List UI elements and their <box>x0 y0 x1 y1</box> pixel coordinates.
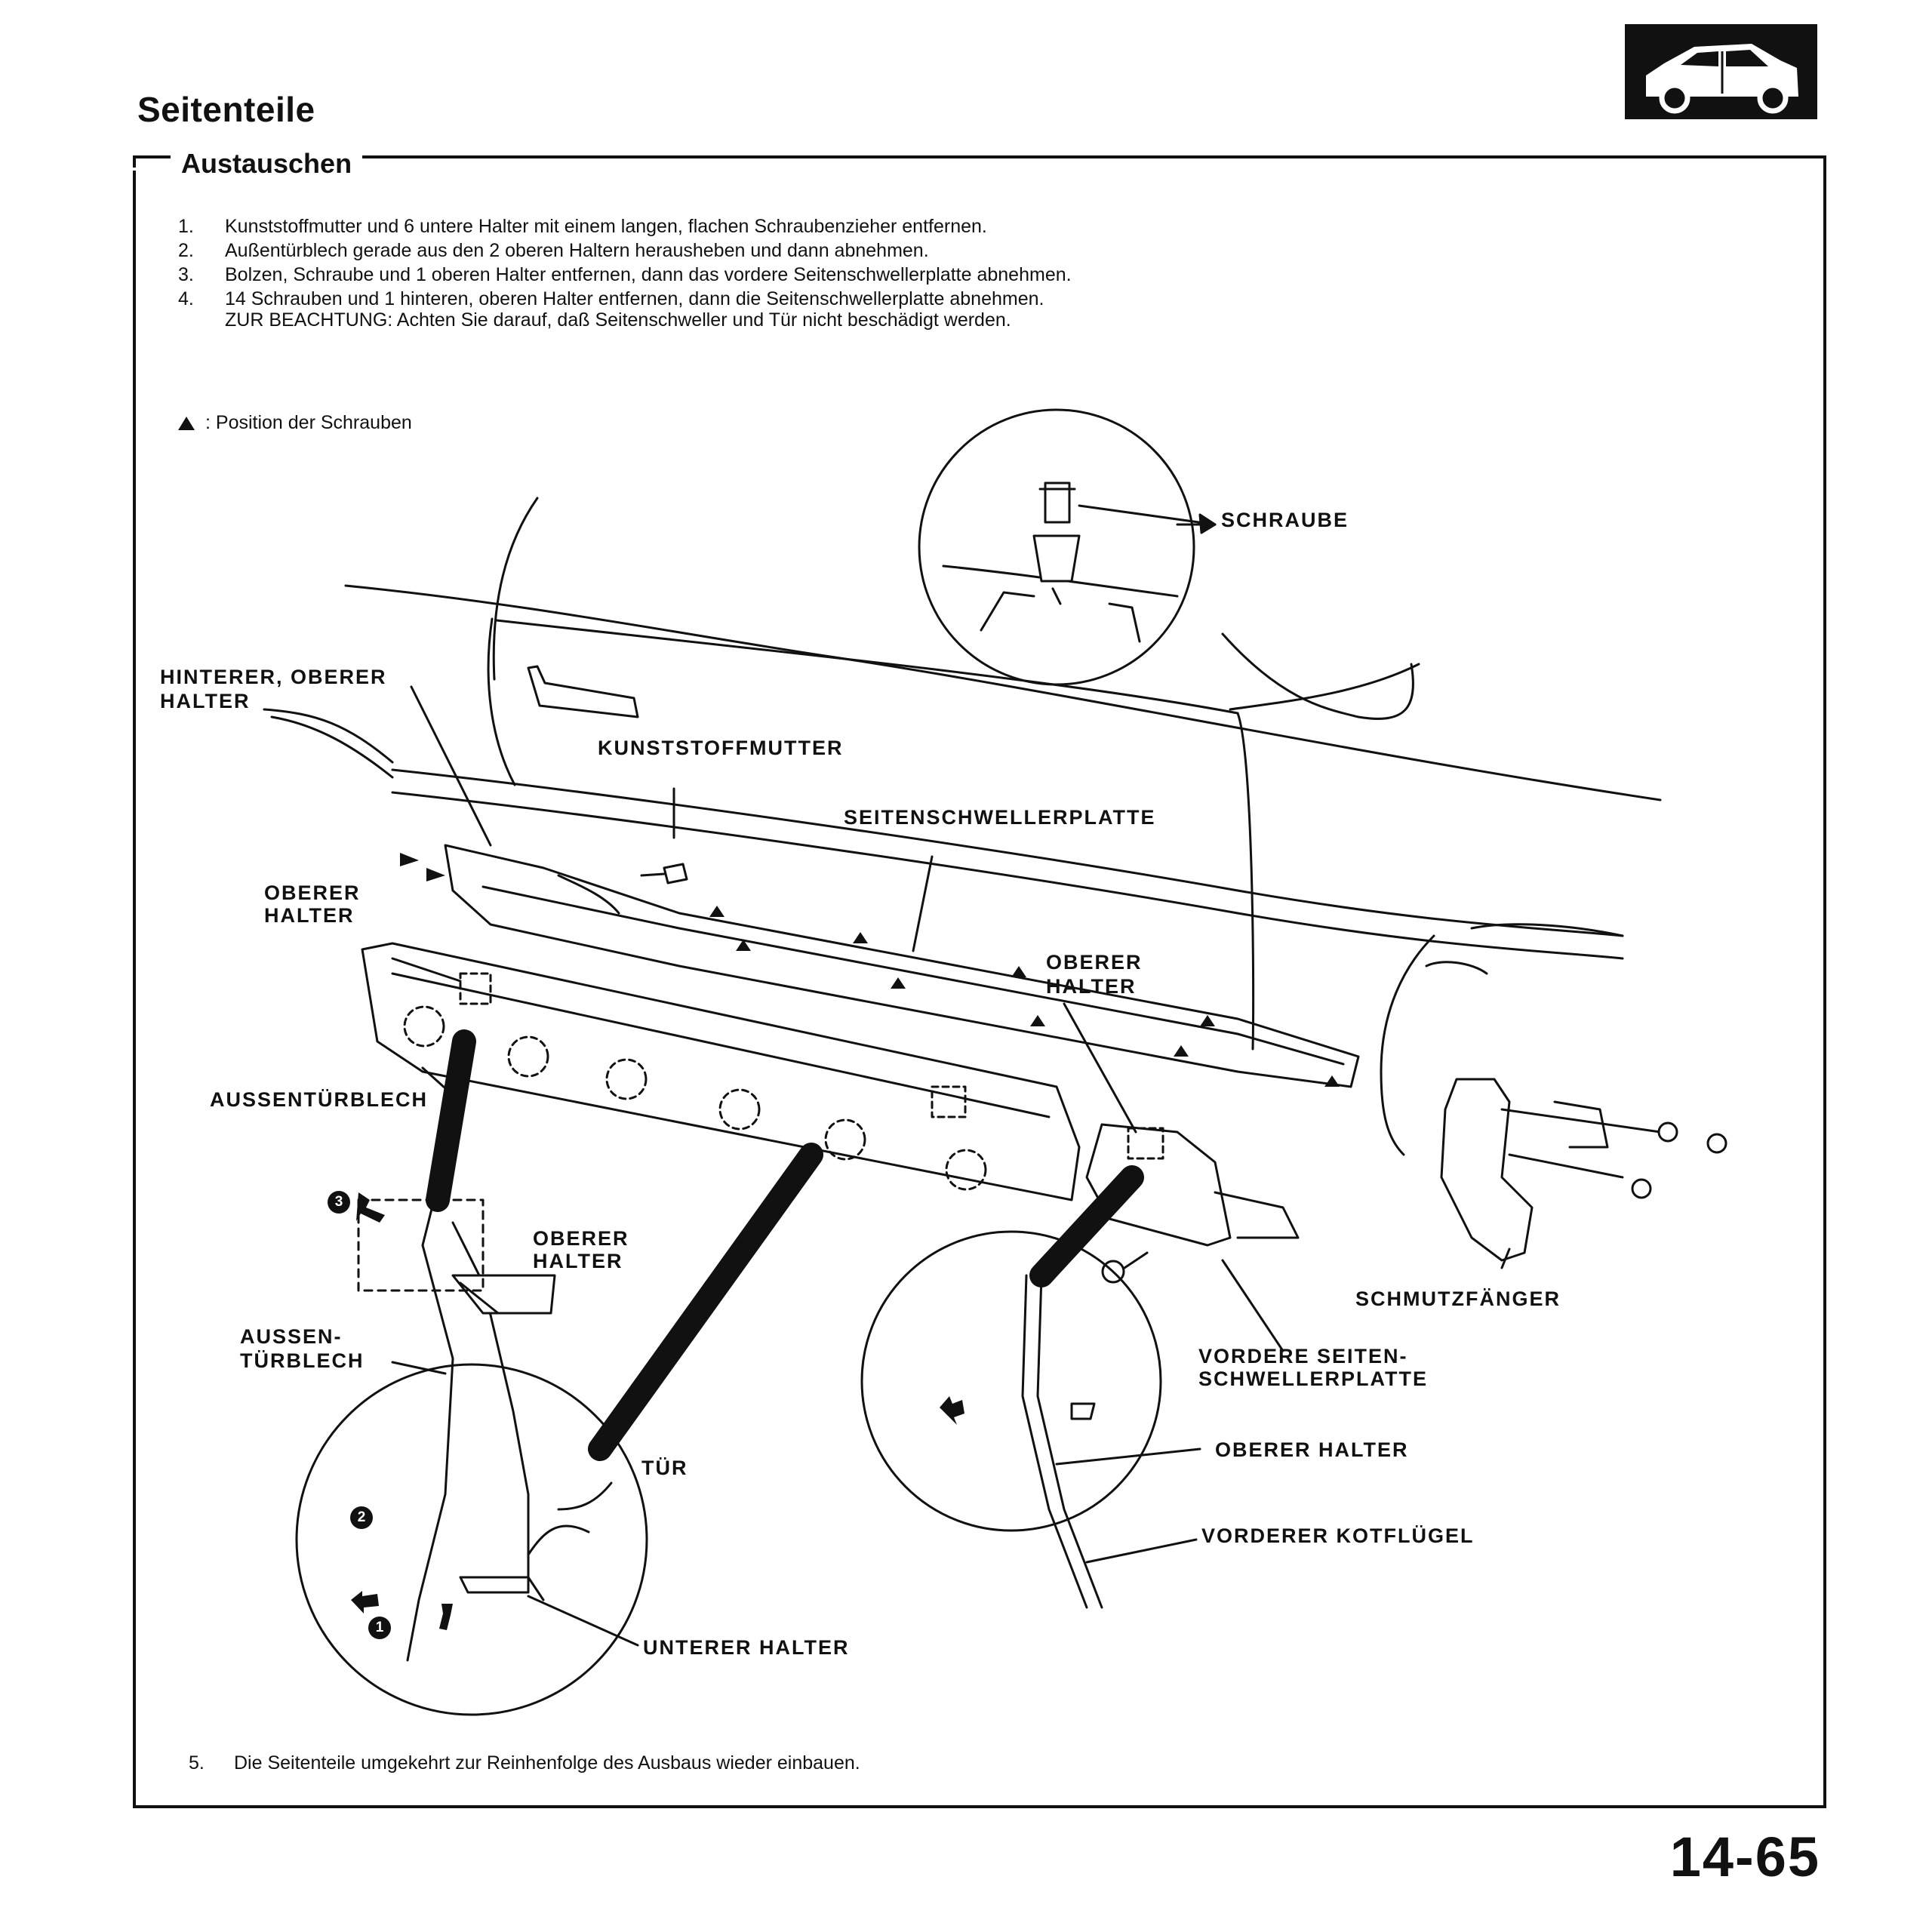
callout-number-2: 2 <box>350 1506 373 1529</box>
label-vordere-seitenschwellerplatte-line2: SCHWELLERPLATTE <box>1198 1367 1428 1390</box>
car-side-icon <box>1625 24 1817 119</box>
step-4: 4. 14 Schrauben und 1 hinteren, oberen Ha… <box>178 287 1072 311</box>
label-schmutzfanger: SCHMUTZFÄNGER <box>1355 1287 1561 1310</box>
steps-list: 1. Kunststoffmutter und 6 untere Halter m… <box>178 214 1072 311</box>
seitenschwellerplatte-shape <box>444 844 1360 1088</box>
step-text: Außentürblech gerade aus den 2 oberen Ha… <box>225 240 929 261</box>
label-oberer-halter-mid-line2: HALTER <box>1046 975 1137 998</box>
label-oberer-halter-detail-line2: HALTER <box>533 1250 623 1272</box>
step-3: 3. Bolzen, Schraube und 1 oberen Halter e… <box>178 263 1072 287</box>
callout-number-3: 3 <box>328 1191 350 1214</box>
label-oberer-halter-detail-line1: OBERER <box>533 1227 629 1250</box>
step-1: 1. Kunststoffmutter und 6 untere Halter m… <box>178 214 1072 238</box>
label-aussenturblech: AUSSENTÜRBLECH <box>210 1088 429 1111</box>
triangle-markers <box>400 853 1340 1087</box>
schmutzfanger-shape <box>1440 1078 1727 1262</box>
label-hinterer-oberer-halter-line2: HALTER <box>160 690 251 712</box>
small-arrows <box>351 1192 964 1630</box>
legend: : Position der Schrauben <box>178 412 412 434</box>
step-5: 5. Die Seitenteile umgekehrt zur Reinhenf… <box>189 1752 860 1774</box>
page-title: Seitenteile <box>137 90 315 129</box>
label-seitenschwellerplatte: SEITENSCHWELLERPLATTE <box>844 806 1156 829</box>
section-title: Austauschen <box>171 148 363 180</box>
label-unterer-halter: UNTERER HALTER <box>643 1636 850 1659</box>
label-vorderer-kotflugel: VORDERER KOTFLÜGEL <box>1201 1524 1475 1547</box>
legend-text: : Position der Schrauben <box>205 412 412 433</box>
right-detail-circle <box>588 1143 1162 1609</box>
step-number: 4. <box>178 288 194 309</box>
label-aussen-turblech-line1: AUSSEN- <box>240 1325 343 1348</box>
callout-number-1: 1 <box>368 1617 391 1639</box>
step-text: Bolzen, Schraube und 1 oberen Halter ent… <box>225 264 1072 285</box>
label-kunststoffmutter: KUNSTSTOFFMUTTER <box>598 737 844 759</box>
label-tur: TÜR <box>641 1457 688 1479</box>
label-oberer-halter-mid-line1: OBERER <box>1046 951 1143 974</box>
label-schraube: SCHRAUBE <box>1221 509 1349 531</box>
frame-tick <box>122 168 154 171</box>
label-hinterer-oberer-halter-line1: HINTERER, OBERER <box>160 666 387 688</box>
caution-note: ZUR BEACHTUNG: Achten Sie darauf, daß Se… <box>225 309 1011 331</box>
label-oberer-halter-right: OBERER HALTER <box>1215 1438 1409 1461</box>
schraube-detail-circle <box>918 408 1217 686</box>
step-number: 3. <box>178 264 194 285</box>
step-number: 2. <box>178 240 194 261</box>
label-vordere-seitenschwellerplatte-line1: VORDERE SEITEN- <box>1198 1345 1408 1367</box>
label-oberer-halter-left-line2: HALTER <box>264 904 355 927</box>
step-text: Kunststoffmutter und 6 untere Halter mit… <box>225 216 987 237</box>
label-oberer-halter-left-line1: OBERER <box>264 881 361 904</box>
triangle-marker-icon <box>178 417 195 430</box>
section-frame <box>133 155 1826 1808</box>
step-number: 1. <box>178 216 194 237</box>
step-text: 14 Schrauben und 1 hinteren, oberen Halt… <box>225 288 1044 309</box>
aussenturblech-shape <box>361 942 1081 1201</box>
step-2: 2. Außentürblech gerade aus den 2 oberen … <box>178 238 1072 263</box>
car-body-outline <box>270 497 1662 1156</box>
kunststoffmutter-part <box>640 863 688 884</box>
step-number: 5. <box>189 1752 205 1774</box>
leader-lines <box>263 523 1511 1647</box>
step-text: Die Seitenteile umgekehrt zur Reinhenfol… <box>234 1752 860 1774</box>
page-number: 14-65 <box>1669 1826 1820 1888</box>
left-detail-circle <box>295 1029 648 1716</box>
label-aussen-turblech-line2: TÜRBLECH <box>240 1349 365 1372</box>
